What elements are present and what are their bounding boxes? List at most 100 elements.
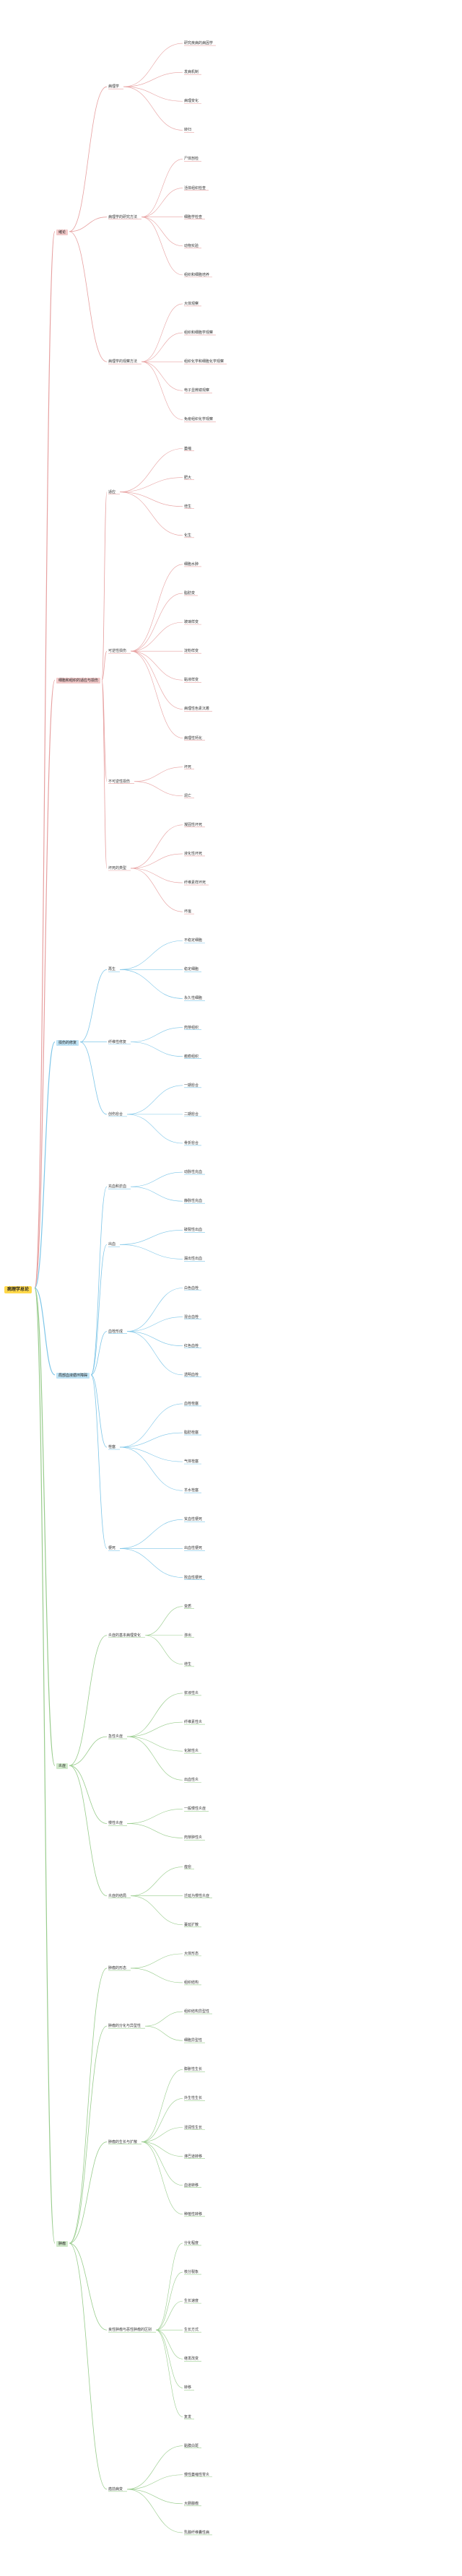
connector-line	[34, 679, 56, 1289]
connector-line	[90, 1374, 108, 1549]
leaf-node: 静脉性充血	[184, 1199, 203, 1204]
section-node: 损伤的修复	[56, 1039, 79, 1046]
connector-line	[141, 2127, 183, 2142]
connector-line	[119, 1548, 183, 1578]
leaf-node: 尸体剖检	[184, 157, 199, 162]
connector-line	[144, 2025, 183, 2041]
leaf-node: 二期愈合	[184, 1112, 199, 1117]
connector-line	[101, 679, 108, 869]
connector-line	[69, 2025, 108, 2244]
connector-line	[34, 1287, 56, 1376]
leaf-node: 瘢痕组织	[184, 1054, 199, 1059]
connector-line	[69, 86, 108, 232]
branch-node: 炎症的结局	[108, 1893, 127, 1898]
leaf-node: 细胞水肿	[184, 562, 199, 567]
connector-line	[69, 2243, 108, 2490]
leaf-node: 不稳定细胞	[184, 938, 203, 943]
leaf-node: 增生	[184, 504, 192, 509]
leaf-node: 组织和细胞学观察	[184, 331, 214, 336]
leaf-node: 迁延为慢性炎症	[184, 1893, 210, 1898]
leaf-node: 纤维素样坏死	[184, 881, 206, 886]
leaf-node: 出血性炎	[184, 1778, 199, 1783]
connector-line	[155, 2329, 183, 2388]
leaf-node: 转归	[184, 128, 192, 133]
branch-node: 血栓形成	[108, 1329, 123, 1334]
connector-line	[69, 217, 108, 232]
connector-line	[130, 650, 183, 681]
leaf-node: 核分裂象	[184, 2270, 199, 2275]
leaf-node: 蔓延扩散	[184, 1922, 199, 1927]
connector-line	[90, 1331, 108, 1376]
leaf-node: 淀粉样变	[184, 649, 199, 654]
leaf-node: 病理性色素沉着	[184, 707, 210, 712]
connector-line	[130, 1968, 183, 1983]
leaf-node: 乳腺纤维囊性病	[184, 2530, 210, 2535]
leaf-node: 组织结构	[184, 1980, 199, 1985]
branch-node: 慢性炎症	[108, 1821, 123, 1826]
leaf-node: 透明血栓	[184, 1372, 199, 1377]
leaf-node: 研究疾病的病因学	[184, 41, 214, 46]
branch-node: 炎症的基本病理变化	[108, 1633, 141, 1638]
section-node: 局部血液循环障碍	[56, 1372, 90, 1379]
connector-line	[126, 1317, 183, 1332]
connector-line	[155, 2243, 183, 2331]
connector-line	[69, 1736, 108, 1766]
connector-line	[101, 650, 108, 681]
leaf-node: 动物实验	[184, 243, 199, 248]
leaf-node: 组织结构异型性	[184, 2009, 210, 2014]
connector-line	[130, 564, 183, 652]
leaf-node: 复发	[184, 2414, 192, 2419]
connector-line	[130, 853, 183, 869]
leaf-node: 细胞学检查	[184, 214, 203, 219]
connector-line	[90, 1374, 108, 1448]
leaf-node: 化脓性炎	[184, 1749, 199, 1754]
section-node: 炎症	[56, 1763, 69, 1770]
leaf-node: 组织和细胞培养	[184, 272, 210, 277]
leaf-node: 羊水栓塞	[184, 1488, 199, 1493]
connector-line	[155, 2271, 183, 2331]
branch-node: 急性炎症	[108, 1734, 123, 1739]
connector-line	[34, 1287, 56, 1766]
leaf-node: 膨胀性生长	[184, 2067, 203, 2072]
leaf-node: 大体观察	[184, 301, 199, 306]
leaf-node: 永久性细胞	[184, 996, 203, 1001]
leaf-node: 白色血栓	[184, 1285, 199, 1291]
connector-line	[141, 2069, 183, 2142]
leaf-node: 组织化学和细胞化学观察	[184, 359, 225, 364]
connector-line	[141, 217, 183, 247]
leaf-node: 血道转移	[184, 2183, 199, 2188]
branch-node: 出血	[108, 1242, 116, 1247]
connector-line	[119, 1446, 183, 1462]
connector-line	[130, 1953, 183, 1969]
leaf-node: 骨折愈合	[184, 1140, 199, 1145]
branch-node: 良性肿瘤与恶性肿瘤的区别	[108, 2328, 152, 2333]
connector-line	[69, 2141, 108, 2244]
connector-line	[119, 492, 183, 507]
leaf-node: 生长方式	[184, 2328, 199, 2333]
leaf-node: 萎缩	[184, 446, 192, 451]
leaf-node: 坏疽	[184, 909, 192, 914]
leaf-node: 凝固性坏死	[184, 822, 203, 827]
connector-line	[34, 231, 56, 1289]
connector-line	[34, 1287, 56, 2244]
branch-node: 纤维性修复	[108, 1039, 127, 1044]
branch-node: 病理学的观察方法	[108, 359, 138, 364]
leaf-node: 外生性生长	[184, 2096, 203, 2101]
connector-line	[141, 361, 183, 420]
connector-line	[126, 1809, 183, 1824]
connector-line	[141, 361, 183, 391]
leaf-node: 发病机制	[184, 70, 199, 75]
leaf-node: 稳定细胞	[184, 967, 199, 972]
leaf-node: 黏膜白斑	[184, 2443, 199, 2448]
branch-node: 病理学	[108, 84, 120, 89]
connector-line	[130, 868, 183, 883]
connector-line	[155, 2329, 183, 2359]
connector-line	[130, 824, 183, 869]
connector-line	[141, 188, 183, 217]
connector-line	[144, 1606, 183, 1636]
branch-node: 充血和淤血	[108, 1184, 127, 1189]
connector-line	[126, 1721, 183, 1737]
connector-line	[119, 1432, 183, 1448]
root-node: 病理学总论	[4, 1285, 32, 1293]
connector-line	[119, 448, 183, 492]
